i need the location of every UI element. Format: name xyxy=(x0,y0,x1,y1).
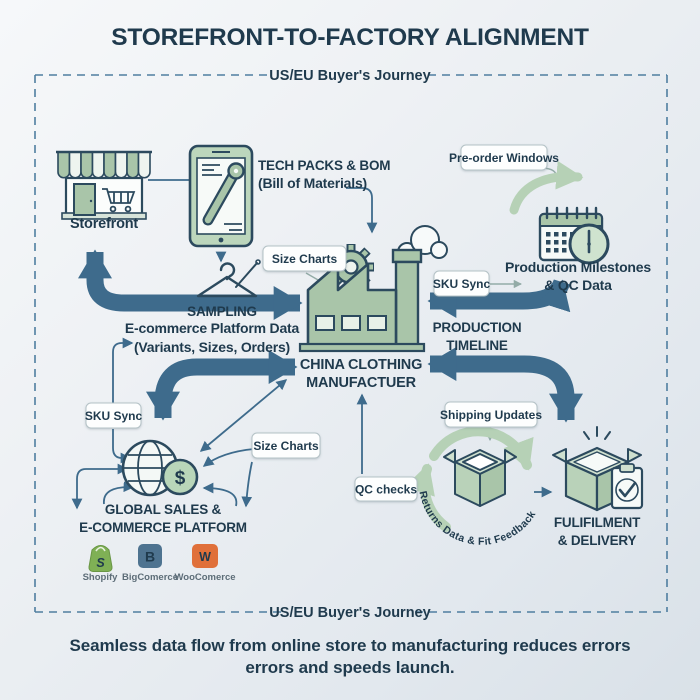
arrow-globe-left-hook xyxy=(71,463,129,510)
factory-building xyxy=(306,262,398,347)
returns-loop-top-arc xyxy=(429,426,534,471)
arrow-bom-to-factory xyxy=(346,187,378,234)
svg-text:Shipping Updates: Shipping Updates xyxy=(440,408,542,422)
bigcommerce-letter: B xyxy=(145,549,155,565)
arrow-sizecharts-to-coin xyxy=(202,448,255,467)
storefront-awning xyxy=(56,150,152,179)
tag-boxes: Size Charts Pre-order Windows SKU Sync S… xyxy=(85,144,559,502)
package-box-icon xyxy=(443,449,517,507)
chimney-cap xyxy=(391,248,423,264)
shopify-letter: S xyxy=(96,556,105,570)
arrow-globe-right-down xyxy=(241,461,253,508)
platform-logos: S B W Shopify BigComerce WooComerce xyxy=(83,544,236,583)
milestones-label-line1: Production Milestones xyxy=(505,259,651,275)
bigcommerce-logo-icon: B xyxy=(138,544,162,568)
woocommerce-label: WooComerce xyxy=(174,572,235,583)
journey-label-bottom: US/EU Buyer's Journey xyxy=(269,605,430,621)
caption-line2: errors and speeds launch. xyxy=(245,658,454,677)
storefront-label: Storefront xyxy=(70,216,138,232)
journey-dashed-border xyxy=(34,74,668,613)
chimney xyxy=(394,260,420,347)
calendar-rings xyxy=(545,206,598,220)
ecommerce-data-label-line1: E-commerce Platform Data xyxy=(125,320,300,336)
fulfillment-label-line1: FULIFILMENT xyxy=(554,515,641,530)
production-timeline-label-line1: PRODUCTION xyxy=(433,320,522,335)
calendar-clock-icon xyxy=(538,206,610,265)
wrench-icon xyxy=(202,162,245,226)
clipboard-check-icon xyxy=(610,463,644,510)
tech-pack-tablet-icon xyxy=(188,144,254,248)
dollar-glyph: $ xyxy=(175,468,186,489)
needle-eye xyxy=(255,259,261,265)
sampling-label: SAMPLING xyxy=(187,304,257,319)
manufacturer-label-line2: MANUFACTUER xyxy=(306,375,416,391)
tech-packs-label-line1: TECH PACKS & BOM xyxy=(258,158,390,173)
svg-text:QC checks: QC checks xyxy=(355,483,417,497)
arrow-skusync-to-globe xyxy=(112,429,132,464)
thin-arrows xyxy=(71,174,553,510)
tablet-home-button xyxy=(218,237,224,243)
sampling-hanger-icon xyxy=(196,259,261,298)
svg-text:Size Charts: Size Charts xyxy=(272,252,338,266)
woocommerce-logo-icon: W xyxy=(192,544,218,568)
shipping-updates-tag: Shipping Updates xyxy=(440,401,542,428)
sku-sync-tag-right: SKU Sync xyxy=(433,270,491,297)
preorder-windows-tag: Pre-order Windows xyxy=(449,144,559,171)
shopify-label: Shopify xyxy=(83,572,119,583)
arrow-globe-factory-bidirectional xyxy=(199,379,288,452)
global-sales-label-line1: GLOBAL SALES & xyxy=(105,502,222,517)
fulfillment-label-line2: & DELIVERY xyxy=(558,533,637,548)
cart-icon xyxy=(102,188,136,213)
milestones-label-line2: & QC Data xyxy=(544,277,612,293)
storefront-base xyxy=(61,212,147,220)
svg-text:Size Charts: Size Charts xyxy=(253,439,319,453)
woocommerce-letter: W xyxy=(199,550,211,564)
flow-arrow-factory-milestones xyxy=(427,278,571,318)
tablet-text-lines xyxy=(202,164,242,231)
svg-text:SKU Sync: SKU Sync xyxy=(85,409,143,423)
tech-packs-label-line2: (Bill of Materials) xyxy=(258,175,367,191)
bigcommerce-label: BigComerce xyxy=(122,572,178,583)
svg-text:Pre-order Windows: Pre-order Windows xyxy=(449,151,559,165)
arrow-skusync-to-ecomdata xyxy=(112,337,134,403)
caption-line1: Seamless data flow from online store to … xyxy=(70,636,631,655)
flow-arrow-storefront-factory xyxy=(78,249,303,320)
flow-arrow-globe-factory xyxy=(146,350,298,421)
manufacturer-label-line1: CHINA CLOTHING xyxy=(300,357,422,373)
preorder-curve-arrow xyxy=(509,160,584,215)
arrow-globe-lower-right xyxy=(202,482,238,507)
door-knob xyxy=(89,199,93,203)
qc-checks-tag: QC checks xyxy=(354,476,418,502)
factory-windows xyxy=(315,315,387,331)
sku-sync-tag-left: SKU Sync xyxy=(85,402,143,429)
dollar-coin-icon: $ xyxy=(161,458,199,496)
flow-arrow-factory-fulfillment xyxy=(427,347,583,423)
burst-lines xyxy=(583,426,611,440)
page-title: STOREFRONT-TO-FACTORY ALIGNMENT xyxy=(111,24,589,51)
storefront-door xyxy=(73,183,96,216)
arrow-globe-lower-left xyxy=(103,481,135,505)
storefront-icon xyxy=(56,150,152,220)
factory-icon xyxy=(298,225,448,353)
flow-bands xyxy=(78,249,583,423)
production-timeline-label-line2: TIMELINE xyxy=(446,338,508,353)
size-charts-tag-bottom: Size Charts xyxy=(251,432,321,459)
svg-text:SKU Sync: SKU Sync xyxy=(433,277,491,291)
green-arrows xyxy=(404,160,584,532)
returns-loop-left-arc xyxy=(404,463,451,532)
ecommerce-data-label-line2: (Variants, Sizes, Orders) xyxy=(134,339,290,355)
check-icon xyxy=(618,481,637,498)
global-sales-label-line2: E-COMMERCE PLATFORM xyxy=(79,520,247,535)
journey-label-top: US/EU Buyer's Journey xyxy=(269,68,430,84)
shopify-logo-icon: S xyxy=(88,545,113,573)
factory-base xyxy=(298,342,426,353)
clock-icon xyxy=(568,223,610,265)
size-charts-tag-top: Size Charts xyxy=(262,245,347,272)
